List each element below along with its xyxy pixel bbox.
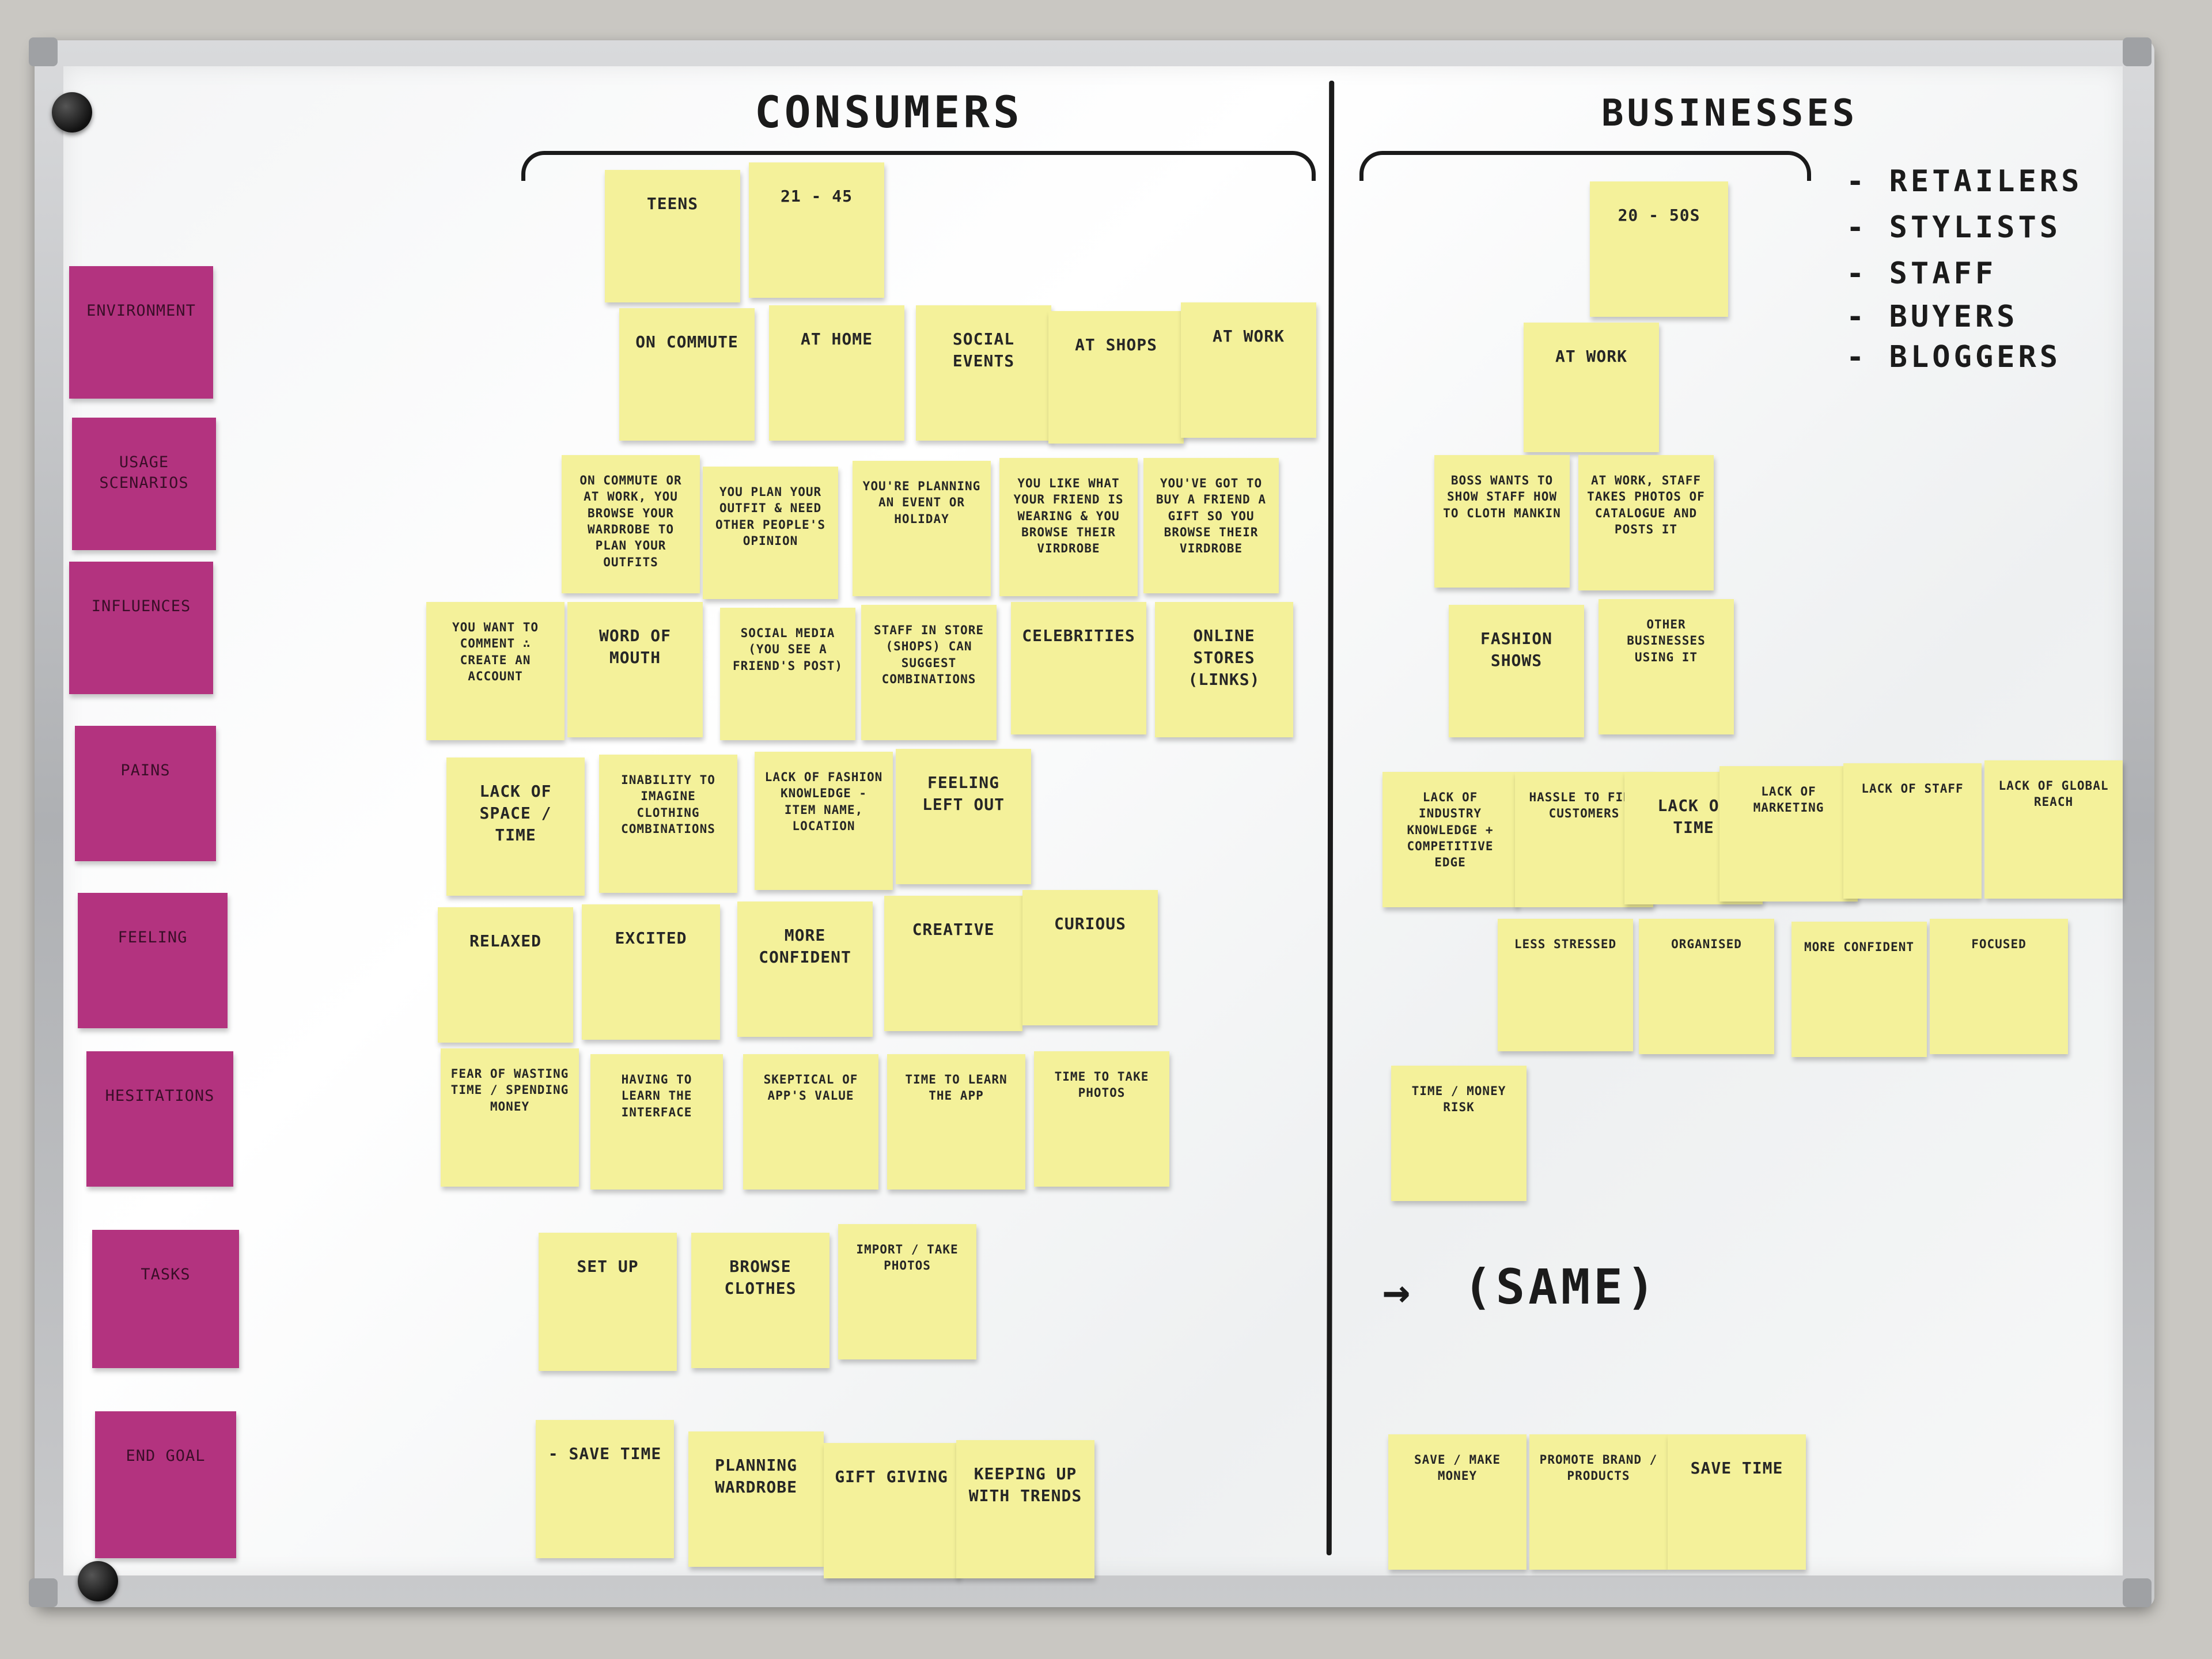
sticky-note: MORE CONFIDENT [737, 902, 873, 1037]
sticky-note: SOCIAL EVENTS [916, 305, 1051, 441]
sticky-note: WORD OF MOUTH [567, 602, 703, 737]
sticky-note: - SAVE TIME [536, 1420, 674, 1558]
sticky-note: INABILITY TO IMAGINE CLOTHING COMBINATIO… [599, 755, 737, 893]
sticky-note: ORGANISED [1639, 919, 1774, 1054]
sticky-note: LACK OF FASHION KNOWLEDGE - ITEM NAME, L… [755, 752, 893, 890]
row-label-pains: PAINS [75, 726, 216, 861]
sticky-note: ON COMMUTE [619, 308, 755, 441]
row-label-influences: INFLUENCES [69, 562, 213, 694]
sticky-note: LACK OF SPACE / TIME [446, 757, 585, 896]
row-label-environment: ENVIRONMENT [69, 266, 213, 399]
sticky-note: EXCITED [582, 904, 720, 1040]
sticky-note: HAVING TO LEARN THE INTERFACE [590, 1054, 723, 1190]
frame-corner [29, 1578, 58, 1607]
sticky-note: AT HOME [769, 305, 904, 441]
business-list-item: - RETAILERS [1846, 164, 2083, 199]
sticky-note: RELAXED [438, 907, 573, 1043]
sticky-note: FASHION SHOWS [1449, 605, 1584, 737]
sticky-note: YOU'RE PLANNING AN EVENT OR HOLIDAY [853, 461, 991, 596]
sticky-note: SAVE TIME [1668, 1434, 1806, 1570]
sticky-note: AT SHOPS [1048, 311, 1184, 444]
sticky-note: ON COMMUTE OR AT WORK, YOU BROWSE YOUR W… [562, 455, 700, 593]
sticky-note: LACK OF INDUSTRY KNOWLEDGE + COMPETITIVE… [1382, 772, 1518, 907]
sticky-note: ONLINE STORES (LINKS) [1155, 602, 1293, 737]
sticky-note: BROWSE CLOTHES [691, 1233, 830, 1368]
row-label-tasks: TASKS [92, 1230, 239, 1368]
heading-consumers: CONSUMERS [755, 86, 1023, 138]
sticky-note: LACK OF GLOBAL REACH [1984, 760, 2123, 899]
sticky-note: TIME TO TAKE PHOTOS [1034, 1051, 1169, 1187]
same-label: (SAME) [1463, 1259, 1659, 1315]
sticky-note: TEENS [605, 170, 740, 302]
sticky-note: SOCIAL MEDIA (YOU SEE A FRIEND'S POST) [720, 608, 855, 740]
sticky-note: FOCUSED [1930, 919, 2068, 1054]
sticky-note: STAFF IN STORE (SHOPS) CAN SUGGEST COMBI… [861, 605, 997, 740]
sticky-note: CELEBRITIES [1011, 602, 1146, 734]
sticky-note: AT WORK, STAFF TAKES PHOTOS OF CATALOGUE… [1578, 455, 1714, 590]
sticky-note: YOU PLAN YOUR OUTFIT & NEED OTHER PEOPLE… [703, 467, 838, 599]
sticky-note: SET UP [539, 1233, 677, 1371]
sticky-note: CURIOUS [1022, 890, 1158, 1025]
sticky-note: 20 - 50s [1590, 181, 1728, 317]
frame-corner [29, 37, 58, 66]
sticky-note: SAVE / MAKE MONEY [1388, 1434, 1527, 1570]
sticky-note: AT WORK [1181, 302, 1316, 438]
sticky-note: FEELING LEFT OUT [896, 749, 1031, 884]
sticky-note: 21 - 45 [749, 162, 884, 298]
sticky-note: PLANNING WARDROBE [688, 1431, 824, 1567]
sticky-note: SKEPTICAL OF APP'S VALUE [743, 1054, 878, 1190]
frame-corner [2123, 37, 2152, 66]
business-list-item: - STYLISTS [1846, 210, 2062, 245]
sticky-note: LACK OF STAFF [1843, 763, 1982, 899]
sticky-note: IMPORT / TAKE PHOTOS [838, 1224, 976, 1359]
sticky-note: YOU'VE GOT TO BUY A FRIEND A GIFT SO YOU… [1143, 458, 1279, 593]
consumers-bracket [521, 151, 1316, 181]
sticky-note: MORE CONFIDENT [1791, 922, 1927, 1057]
row-label-hesitations: HESITATIONS [86, 1051, 233, 1187]
businesses-bracket [1359, 151, 1811, 181]
heading-businesses: BUSINESSES [1601, 92, 1858, 135]
sticky-note: LACK OF MARKETING [1719, 766, 1858, 902]
sticky-note: PROMOTE BRAND / PRODUCTS [1529, 1434, 1668, 1570]
sticky-note: CREATIVE [884, 896, 1022, 1031]
sticky-note: YOU WANT TO COMMENT ∴ CREATE AN ACCOUNT [426, 602, 565, 740]
board-magnet [52, 92, 92, 132]
frame-corner [2123, 1578, 2152, 1607]
row-label-end-goal: END GOAL [95, 1411, 236, 1558]
sticky-note: TIME TO LEARN THE APP [887, 1054, 1025, 1190]
board-magnet [78, 1561, 118, 1601]
sticky-note: OTHER BUSINESSES USING IT [1599, 599, 1734, 734]
arrow-icon: → [1382, 1264, 1414, 1318]
row-label-feeling: FEELING [78, 893, 228, 1028]
business-list-item: - STAFF [1846, 256, 1997, 291]
business-list-item: - BUYERS [1846, 300, 2018, 334]
sticky-note: FEAR OF WASTING TIME / SPENDING MONEY [441, 1048, 579, 1187]
sticky-note: BOSS WANTS TO SHOW STAFF HOW TO CLOTH MA… [1434, 455, 1570, 588]
business-list-item: - BLOGGERS [1846, 340, 2062, 374]
sticky-note: LESS STRESSED [1498, 919, 1633, 1051]
row-label-usage-scenarios: USAGE SCENARIOS [72, 418, 216, 550]
sticky-note: TIME / MONEY RISK [1391, 1066, 1527, 1201]
sticky-note: KEEPING UP WITH TRENDS [956, 1440, 1094, 1578]
sticky-note: YOU LIKE WHAT YOUR FRIEND IS WEARING & Y… [999, 458, 1138, 596]
sticky-note: GIFT GIVING [824, 1443, 959, 1578]
sticky-note: AT WORK [1524, 323, 1659, 452]
